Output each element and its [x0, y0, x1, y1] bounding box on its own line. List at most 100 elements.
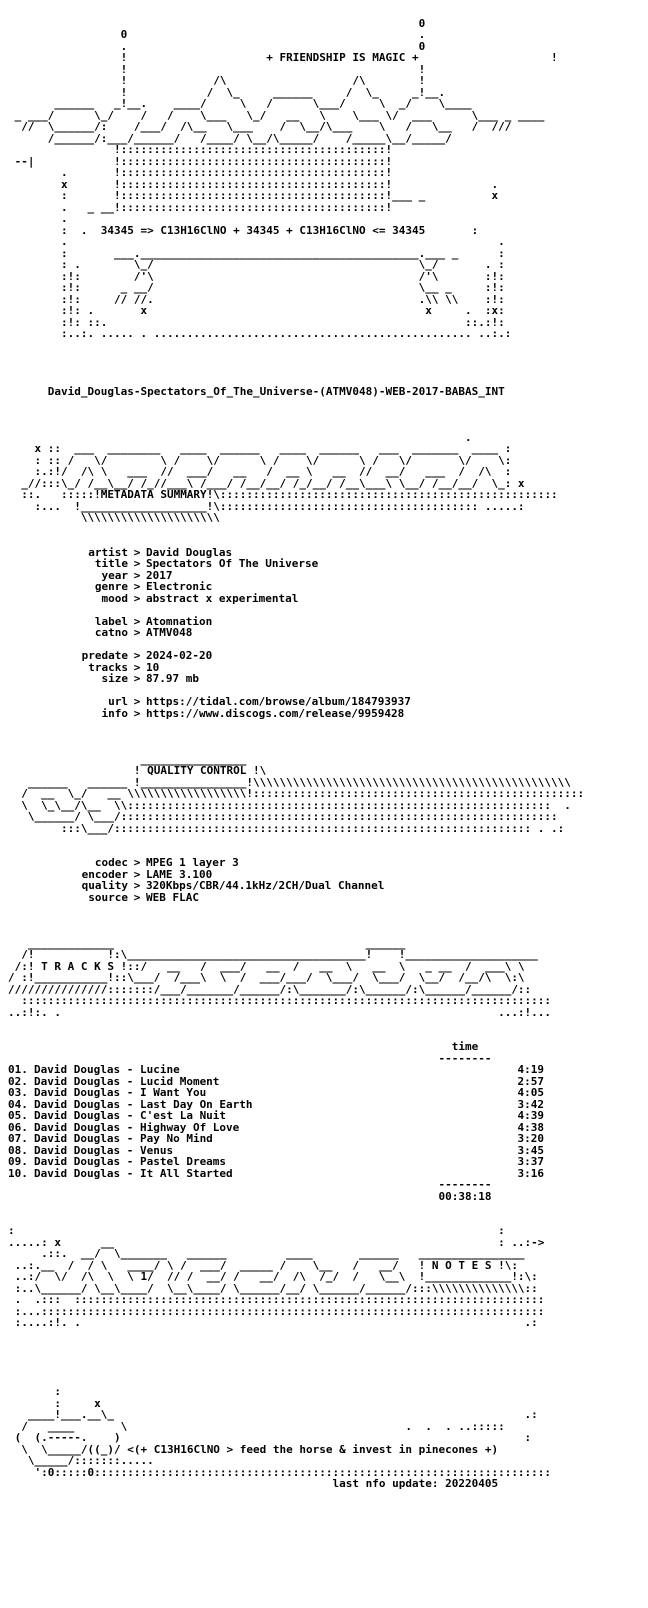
- separator: >: [133, 695, 141, 708]
- metadata-value: https://www.discogs.com/release/9959428: [146, 706, 405, 720]
- metadata-value: 87.97 mb: [146, 672, 199, 685]
- track-title: David Douglas - Lucine: [34, 1063, 180, 1076]
- metadata-row-label: label > Atomnation: [8, 614, 584, 628]
- quality-key: quality: [81, 879, 128, 892]
- metadata-value: Electronic: [146, 580, 213, 593]
- separator: >: [133, 557, 141, 570]
- time-header: time: [451, 1040, 479, 1053]
- metadata-spacer: [8, 604, 584, 616]
- track-rows: 01. David Douglas - Lucine 4:19 02. David Do…: [8, 1064, 584, 1179]
- track-time: 3:16: [517, 1166, 545, 1180]
- track-title: David Douglas - Lucid Moment: [34, 1074, 220, 1088]
- separator: >: [133, 545, 141, 559]
- metadata-row-predate: predate >2024-02-20: [8, 650, 584, 662]
- track-title: David Douglas - It All Started: [34, 1166, 233, 1180]
- metadata-key: size: [101, 672, 129, 685]
- track-number: 09.: [8, 1155, 28, 1168]
- track-title: David Douglas - I Want You: [34, 1086, 207, 1099]
- metadata-key: catno: [94, 626, 128, 639]
- track-number: 01.: [8, 1063, 28, 1076]
- track-number: 07.: [8, 1132, 28, 1145]
- header-art: 0 0 . . 0 ! + FRIENDSHIP IS MAGIC +: [14, 16, 558, 340]
- quality-row-encoder: encoder>LAME 3.100: [8, 867, 584, 881]
- metadata-row-info: info>https://www.discogs.com/release/995…: [8, 706, 584, 720]
- quality-row-codec: codec > MPEG 1 layer 3: [8, 857, 584, 869]
- metadata-title: METADATA SUMMARY: [100, 488, 207, 501]
- track-time: 4:38: [517, 1120, 545, 1134]
- quality-key: source: [88, 890, 128, 904]
- track-time: 4:39: [517, 1109, 545, 1122]
- metadata-key: mood: [101, 591, 129, 605]
- separator: >: [133, 660, 141, 674]
- track-number: 03.: [8, 1086, 28, 1099]
- metadata-value: Spectators Of The Universe: [146, 557, 319, 570]
- track-row: 03. David Douglas - I Want You 4:05: [8, 1087, 584, 1099]
- notes-title: N O T E S: [431, 1258, 492, 1272]
- nfo-document: 0 0 . . 0 ! + FRIENDSHIP IS MAGIC +: [8, 6, 584, 1501]
- metadata-key: url: [108, 695, 128, 708]
- track-row: 06. David Douglas - Highway Of Love 4:38: [8, 1120, 584, 1134]
- metadata-row-url: url>https://tidal.com/browse/album/18479…: [8, 696, 584, 708]
- track-title: David Douglas - Highway Of Love: [34, 1120, 240, 1134]
- metadata-value: 2017: [146, 568, 173, 582]
- track-title: David Douglas - C'est La Nuit: [34, 1109, 227, 1122]
- track-time: 3:37: [517, 1155, 545, 1168]
- track-number: 05.: [8, 1109, 28, 1122]
- metadata-row-mood: mood > abstract x experimental: [8, 591, 584, 605]
- release-name: David_Douglas-Spectators_Of_The_Universe…: [8, 384, 505, 398]
- quality-key: codec: [94, 856, 128, 869]
- metadata-row-artist: artist>David Douglas: [8, 545, 584, 559]
- metadata-key: label: [94, 614, 128, 628]
- separator: >: [133, 856, 141, 869]
- total-time: 00:38:18: [438, 1189, 492, 1203]
- quality-title: QUALITY CONTROL: [147, 764, 247, 777]
- track-number: 08.: [8, 1143, 28, 1157]
- separator: >: [133, 591, 141, 605]
- track-number: 06.: [8, 1120, 28, 1134]
- footer-tagline: <(+ C13H16ClNO > feed the horse & invest…: [127, 1442, 499, 1456]
- track-row: 05. David Douglas - C'est La Nuit 4:39: [8, 1110, 584, 1122]
- formula-text: 34345 => C13H16ClNO + 34345 + C13H16ClNO…: [100, 223, 426, 237]
- track-title: David Douglas - Last Day On Earth: [34, 1097, 253, 1111]
- metadata-value: 2024-02-20: [146, 649, 213, 662]
- metadata-key: year: [101, 568, 129, 582]
- metadata-value: abstract x experimental: [146, 591, 299, 605]
- notes-banner: : : .....: x __ : ..:-> .::. __/ \______…: [8, 1224, 545, 1329]
- metadata-key: predate: [81, 649, 128, 662]
- track-time: 4:19: [517, 1063, 545, 1076]
- track-time: 4:05: [517, 1086, 545, 1099]
- track-title: David Douglas - Pastel Dreams: [34, 1155, 227, 1168]
- separator: >: [133, 890, 141, 904]
- metadata-key: title: [94, 557, 128, 570]
- track-number: 04.: [8, 1097, 28, 1111]
- quality-row-source: source > WEB FLAC: [8, 890, 584, 904]
- track-row: 01. David Douglas - Lucine 4:19: [8, 1064, 584, 1076]
- track-row: 04. David Douglas - Last Day On Earth 3:42: [8, 1097, 584, 1111]
- separator: >: [133, 649, 141, 662]
- metadata-value: 10: [146, 660, 160, 674]
- quality-key: encoder: [81, 867, 128, 881]
- metadata-key: tracks: [88, 660, 128, 674]
- metadata-row-genre: genre>Electronic: [8, 581, 584, 593]
- metadata-row-tracks: tracks >10: [8, 660, 584, 674]
- metadata-row-catno: catno>ATMV048: [8, 627, 584, 639]
- quality-value: 320Kbps/CBR/44.1kHz/2CH/Dual Channel: [146, 879, 385, 892]
- track-title: David Douglas - Venus: [34, 1143, 174, 1157]
- separator: >: [133, 672, 141, 685]
- track-time: 3:42: [517, 1097, 545, 1111]
- separator: >: [133, 614, 141, 628]
- track-number: 02.: [8, 1074, 28, 1088]
- metadata-value: David Douglas: [146, 545, 233, 559]
- quality-row-quality: quality>320Kbps/CBR/44.1kHz/2CH/Dual Cha…: [8, 880, 584, 892]
- metadata-row-size: size >87.97 mb: [8, 673, 584, 685]
- separator: >: [133, 626, 141, 639]
- quality-value: MPEG 1 layer 3: [146, 856, 239, 869]
- quality-value: WEB FLAC: [146, 890, 199, 904]
- metadata-value: Atomnation: [146, 614, 213, 628]
- banner-text: + FRIENDSHIP IS MAGIC +: [266, 51, 419, 64]
